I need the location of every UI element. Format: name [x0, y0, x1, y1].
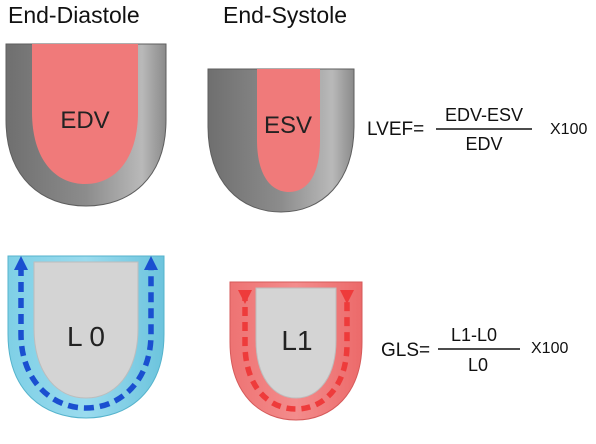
l0-cavity	[33, 261, 139, 399]
systole-left-arrowhead	[238, 290, 252, 304]
systole-ventricle: ESV	[207, 68, 355, 213]
l1-cavity	[255, 287, 337, 399]
diastole-left-arrowhead	[14, 256, 28, 270]
gls-multiplier: X100	[531, 340, 568, 357]
lvef-numerator: EDV-ESV	[445, 105, 523, 125]
systole-right-arrowhead	[340, 290, 354, 304]
end-diastole-heading: End-Diastole	[8, 2, 140, 28]
esv-blood-pool	[257, 69, 320, 192]
lvef-lhs: LVEF=	[367, 119, 424, 140]
lvef-denominator: EDV	[465, 134, 502, 154]
edv-label: EDV	[60, 107, 109, 134]
esv-label: ESV	[264, 112, 312, 139]
lvef-multiplier: X100	[550, 121, 587, 138]
lvef-formula: LVEF= EDV-ESV EDV X100	[367, 105, 587, 154]
diastole-ventricle: EDV	[5, 43, 167, 207]
gls-denominator: L0	[468, 355, 488, 375]
end-systole-heading: End-Systole	[223, 2, 348, 28]
systole-length-ventricle: L1	[229, 281, 363, 421]
diastole-strain-path	[18, 266, 154, 411]
l1-label: L1	[281, 325, 312, 356]
gls-numerator: L1-L0	[451, 325, 497, 345]
systole-strain-path	[242, 292, 350, 412]
diastole-length-ventricle: L 0	[7, 255, 165, 419]
edv-blood-pool	[32, 44, 138, 184]
gls-formula: GLS= L1-L0 L0 X100	[381, 325, 568, 375]
l0-label: L 0	[67, 321, 105, 352]
gls-lhs: GLS=	[381, 340, 430, 361]
diastole-right-arrowhead	[144, 256, 158, 270]
